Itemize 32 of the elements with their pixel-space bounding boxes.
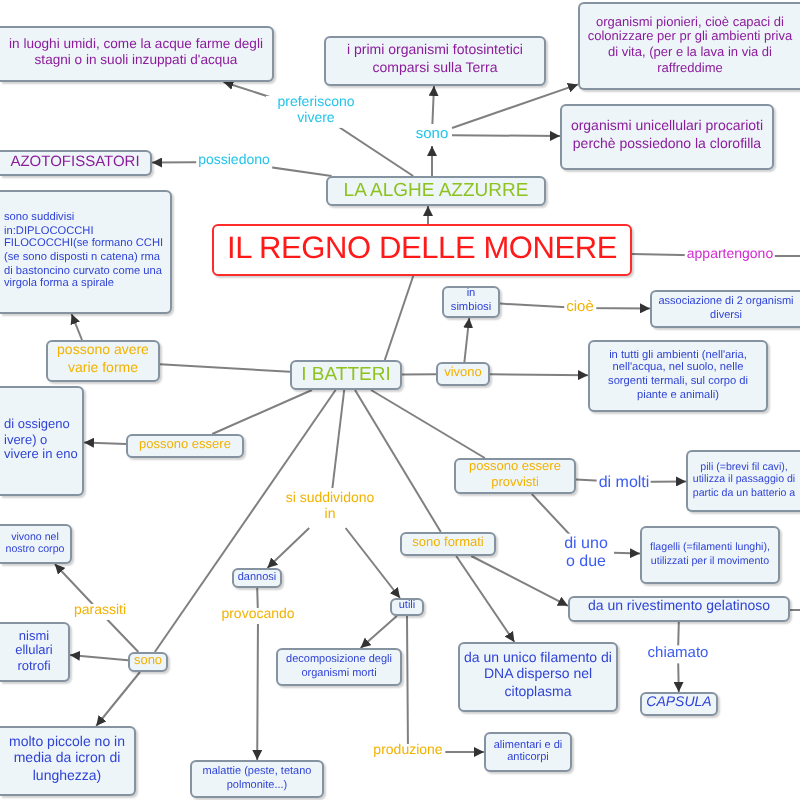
- edge-label: di uno o due: [558, 533, 614, 571]
- connector-line: [331, 389, 346, 489]
- connector-line: [383, 275, 415, 361]
- arrow: [95, 671, 141, 727]
- arrow: [470, 555, 569, 607]
- concept-box: LA ALGHE AZZURRE: [326, 176, 546, 206]
- connector-line: [789, 609, 800, 611]
- arrow: [359, 615, 398, 649]
- title-box: IL REGNO DELLE MONERE: [212, 224, 632, 276]
- arrow: [427, 145, 437, 177]
- connector-line: [159, 363, 291, 373]
- arrow: [489, 370, 589, 381]
- connector-line: [354, 389, 442, 533]
- arrow: [83, 437, 127, 448]
- arrow: [455, 555, 516, 643]
- arrow: [252, 587, 263, 761]
- arrow: [499, 302, 651, 314]
- arrow: [344, 527, 401, 599]
- connector-line: [153, 389, 337, 653]
- connector-line: [401, 373, 437, 376]
- arrow: [266, 527, 311, 569]
- arrow: [428, 85, 439, 125]
- arrow: [69, 650, 129, 662]
- arrow: [70, 313, 83, 341]
- arrow: [451, 130, 561, 141]
- arrow: [463, 317, 474, 363]
- connector-line: [370, 389, 486, 459]
- concept-box: I BATTERI: [290, 360, 402, 390]
- connector-line: [211, 389, 313, 435]
- arrow: [423, 205, 433, 225]
- arrow: [451, 82, 579, 129]
- edge-label: di molti: [596, 472, 652, 492]
